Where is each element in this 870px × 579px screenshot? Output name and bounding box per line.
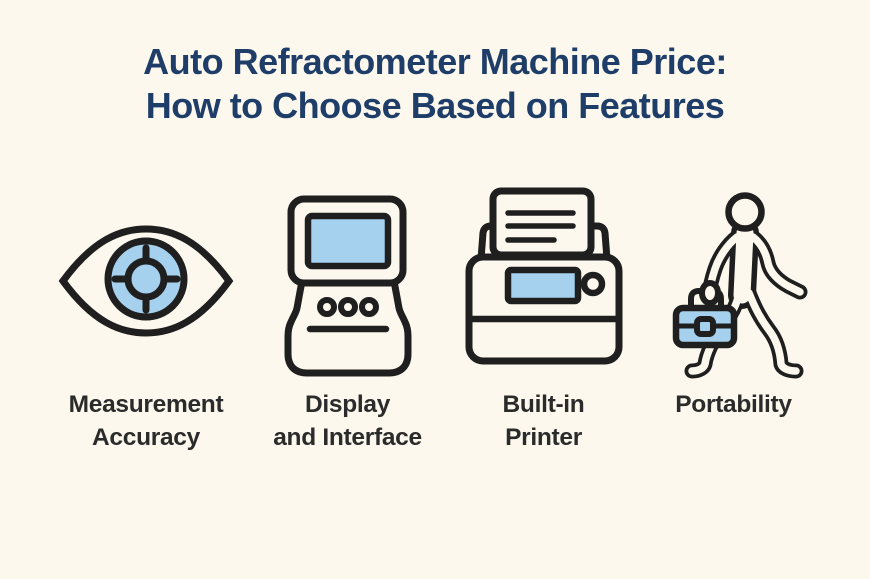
feature-label: Measurement Accuracy — [68, 391, 224, 451]
feature-icon-box — [274, 180, 422, 382]
feature-icon-box — [659, 180, 809, 382]
page-title: Auto Refractometer Machine Price: How to… — [0, 0, 870, 128]
feature-label: Built-in Printer — [502, 391, 585, 451]
feature-label: Portability — [675, 391, 792, 418]
walking-person-briefcase-icon — [672, 192, 807, 379]
eye-target-icon — [58, 225, 234, 337]
feature-built-in-printer: Built-in Printer — [447, 180, 641, 454]
feature-icon-box — [58, 180, 234, 382]
page-title-line2: How to Choose Based on Features — [145, 85, 725, 126]
features-row: Measurement Accuracy Display and Inte — [0, 180, 870, 454]
feature-label: Display and Interface — [273, 391, 422, 451]
monitor-device-icon — [284, 195, 411, 377]
feature-portability: Portability — [641, 180, 827, 454]
feature-display-interface: Display and Interface — [249, 180, 447, 454]
feature-icon-box — [464, 180, 624, 382]
page-title-line1: Auto Refractometer Machine Price: — [143, 41, 727, 82]
feature-measurement-accuracy: Measurement Accuracy — [44, 180, 249, 454]
printer-icon — [465, 187, 622, 365]
